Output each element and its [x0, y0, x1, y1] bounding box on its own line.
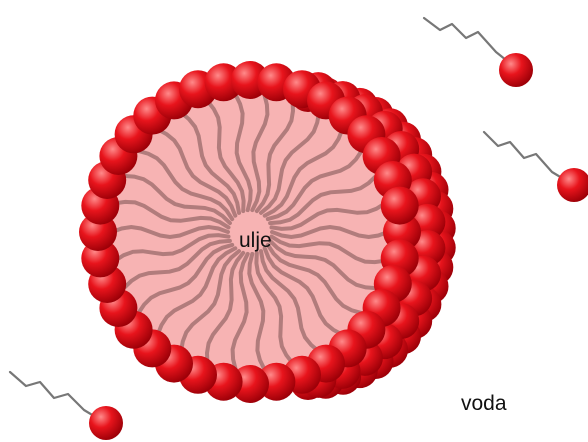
free-surfactant: [484, 132, 588, 202]
free-tail: [484, 132, 562, 178]
free-tail: [424, 18, 506, 60]
head: [381, 187, 419, 225]
free-surfactant: [424, 18, 533, 87]
free-head: [499, 53, 533, 87]
oil-label: ulje: [239, 230, 272, 251]
free-tail: [10, 372, 94, 416]
water-label: voda: [461, 393, 507, 414]
free-head: [557, 168, 588, 202]
free-surfactant: [10, 372, 123, 440]
free-head: [89, 406, 123, 440]
